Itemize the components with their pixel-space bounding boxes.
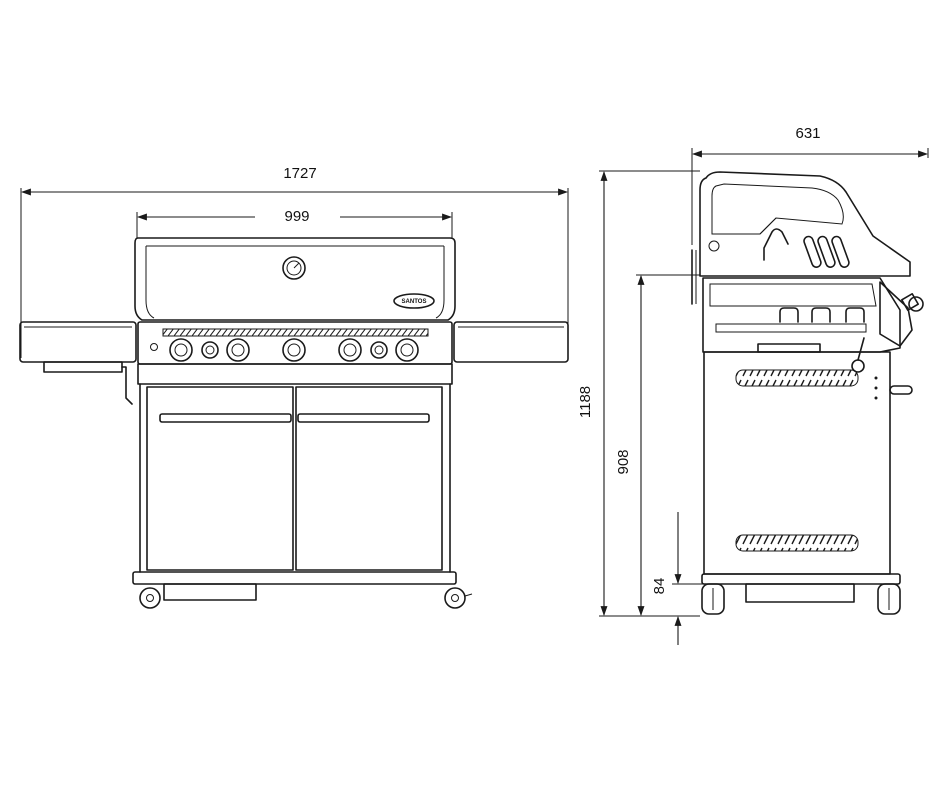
label-grill-height: 908 [615,449,632,474]
dim-total-width: 1727 [20,160,569,358]
dim-clearance: 84 [651,512,706,645]
control-panel [137,321,453,385]
side-lid [691,171,911,305]
side-handle [889,385,913,395]
thermometer-icon [282,256,306,280]
door-handle-right [297,413,430,423]
dim-depth: 631 [691,125,929,245]
wheel-icon [877,583,901,615]
brand-logo-text: SANTOS [402,299,427,305]
burner-knobs [169,338,419,362]
label-hood-width: 999 [284,208,309,225]
dim-grill-height: 908 [615,274,700,616]
front-view: 1727 999 SANTOS [19,160,569,609]
dim-hood-width: 999 [136,208,453,238]
label-total-width: 1727 [283,165,316,182]
label-total-height: 1188 [577,386,594,418]
lid-vents [803,235,850,268]
side-firebox [702,277,924,373]
wheel-icon [701,583,725,615]
cabinet [132,383,473,609]
side-shelves [19,321,569,405]
door-handle-left [159,413,292,423]
side-cart [701,351,913,615]
label-depth: 631 [795,125,820,142]
hood: SANTOS [134,237,456,321]
wheel-icon [139,587,161,609]
wheel-icon [444,587,466,609]
dim-total-height: 1188 [577,170,700,617]
brand-badge [393,293,435,309]
label-clearance: 84 [651,578,668,595]
control-knob-side [879,281,924,347]
side-view: 631 1188 908 84 [577,125,929,645]
